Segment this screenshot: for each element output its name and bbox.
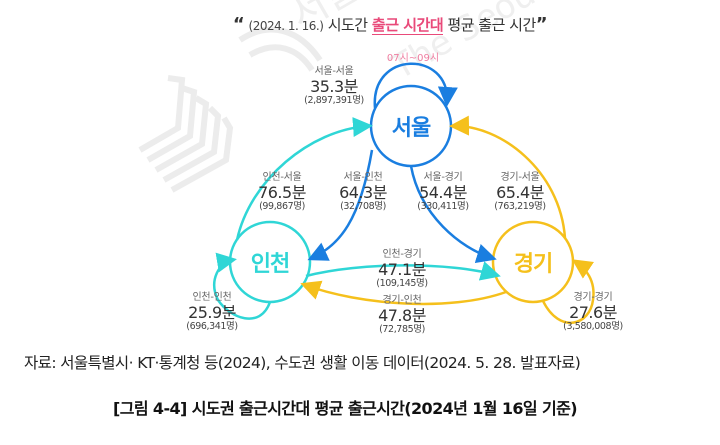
close-quote: ” [535,14,548,35]
flow-seoul-seoul: 서울-서울 35.3분 (2,897,391명) [289,66,379,107]
commute-flow-diagram: 서울 The Seoul “ (2024. 1. 16.) 시도간 출근 시간대… [138,0,638,336]
flow-count: (330,411명) [417,200,469,212]
watermark-logo [138,26,323,193]
flow-route: 서울-서울 [314,66,354,77]
flow-gyeonggi-gyeonggi: 경기-경기 27.6분 (3,580,008명) [548,292,638,333]
flow-gyeonggi-incheon: 경기-인천 47.8분 (72,785명) [357,295,447,336]
flow-gyeonggi-seoul: 경기-서울 65.4분 (763,219명) [475,172,565,213]
diagram-title: “ (2024. 1. 16.) 시도간 출근 시간대 평균 출근 시간” [200,14,580,35]
flow-time: 27.6분 [569,302,617,322]
flow-time: 54.4분 [419,182,467,202]
title-date: (2024. 1. 16.) [248,19,324,33]
figure-caption: [그림 4-4] 시도권 출근시간대 평균 출근시간(2024년 1월 16일 … [113,399,578,418]
flow-time: 47.1분 [378,259,426,279]
open-quote: “ [232,14,245,35]
flow-time: 65.4분 [496,182,544,202]
flow-route: 인천-인천 [192,292,232,303]
flow-route: 경기-경기 [573,292,613,303]
flow-count: (3,580,008명) [563,320,623,332]
title-highlight: 출근 시간대 [371,16,444,35]
flow-time: 76.5분 [258,182,306,202]
flow-route: 경기-서울 [500,172,540,183]
time-range-subtitle: 07시~09시 [386,53,440,64]
flow-count: (2,897,391명) [304,94,364,106]
flow-incheon-seoul: 인천-서울 76.5분 (99,867명) [237,172,327,213]
flow-count: (32,708명) [340,200,386,212]
flow-route: 서울-인천 [343,172,383,183]
flow-time: 64.3분 [339,182,387,202]
flow-seoul-incheon: 서울-인천 64.3분 (32,708명) [318,172,408,213]
flow-count: (99,867명) [259,200,305,212]
flow-route: 경기-인천 [382,295,422,306]
source-note: 자료: 서울특별시· KT·통계청 등(2024), 수도권 생활 이동 데이터… [24,354,581,372]
seoul-node-label: 서울 [391,116,431,141]
flow-seoul-gyeonggi: 서울-경기 54.4분 (330,411명) [398,172,488,213]
flow-route: 서울-경기 [423,172,463,183]
flow-time: 35.3분 [310,76,358,96]
flow-time: 25.9분 [188,302,236,322]
flow-route: 인천-서울 [262,172,302,183]
flow-incheon-gyeonggi: 인천-경기 47.1분 (109,145명) [357,249,447,290]
incheon-node-label: 인천 [250,252,290,277]
flow-time: 47.8분 [378,305,426,325]
title-suffix: 평균 출근 시간 [447,16,536,34]
diagram-graphics: 서울 The Seoul [138,0,595,324]
flow-count: (763,219명) [494,200,546,212]
gyeonggi-node-label: 경기 [513,252,553,277]
flow-count: (696,341명) [186,320,238,332]
flow-route: 인천-경기 [382,249,422,260]
flow-incheon-incheon: 인천-인천 25.9분 (696,341명) [167,292,257,333]
flow-count: (72,785명) [379,323,425,335]
title-prefix: 시도간 [327,16,368,34]
flow-count: (109,145명) [376,277,428,289]
